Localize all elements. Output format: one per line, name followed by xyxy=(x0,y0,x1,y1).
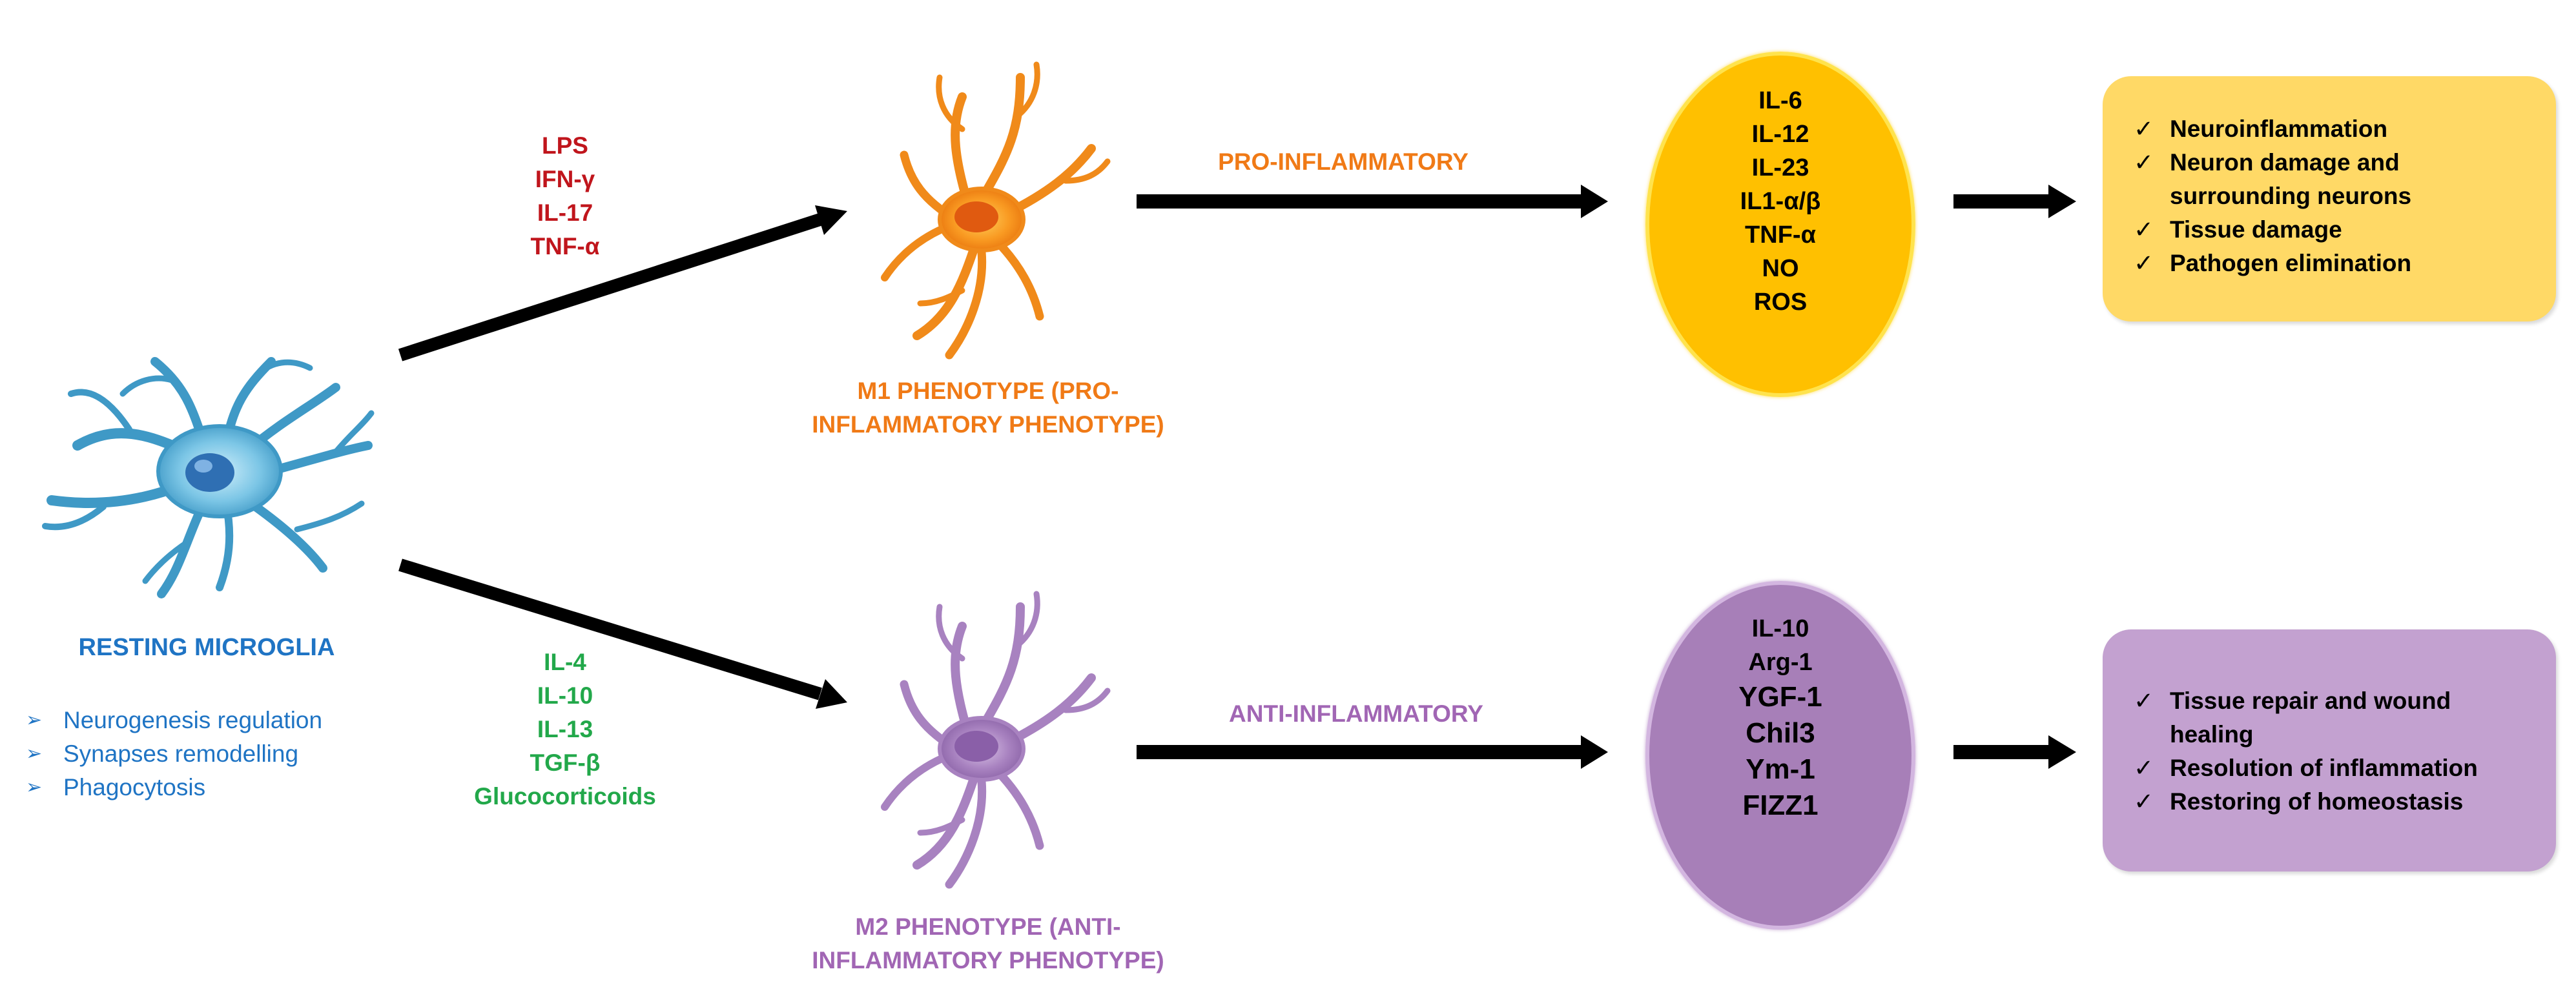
pro-inflammatory-label: PRO-INFLAMMATORY xyxy=(1218,148,1468,175)
m1-mediators-list: IL-6 IL-12 IL-23 IL1-α/β TNF-α NO ROS xyxy=(1740,87,1821,316)
resting-microglia-title: RESTING MICROGLIA xyxy=(78,634,335,661)
m1-outcomes-list: ✓Neuroinflammation ✓Neuron damage and su… xyxy=(2134,112,2411,280)
checkmark-icon: ✓ xyxy=(2134,688,2154,714)
m2-mediators-oval: IL-10 Arg-1 YGF-1 Chil3 Ym-1 FIZZ1 xyxy=(1645,581,1915,930)
arrow-resting-to-m2 xyxy=(398,558,847,709)
m2-outcomes-list: ✓Tissue repair and wound healing ✓Resolu… xyxy=(2134,684,2478,819)
arrow-m1-to-mediators xyxy=(1137,185,1608,218)
checkmark-icon: ✓ xyxy=(2134,149,2154,176)
resting-cell-nucleus xyxy=(185,453,234,492)
checkmark-icon: ✓ xyxy=(2134,788,2154,815)
arrow-resting-to-m1 xyxy=(398,205,847,362)
checkmark-icon: ✓ xyxy=(2134,755,2154,781)
list-item: ➢Phagocytosis xyxy=(26,771,322,804)
list-item: ✓Tissue repair and wound healing xyxy=(2134,684,2478,751)
list-item: ✓Pathogen elimination xyxy=(2134,247,2411,280)
checkmark-icon: ✓ xyxy=(2134,250,2154,276)
m1-mediators-oval: IL-6 IL-12 IL-23 IL1-α/β TNF-α NO ROS xyxy=(1645,52,1915,397)
list-item: ✓Restoring of homeostasis xyxy=(2134,785,2478,819)
arrow-bullet-icon: ➢ xyxy=(26,777,43,798)
anti-inflammatory-label: ANTI-INFLAMMATORY xyxy=(1229,700,1483,727)
arrow-m2-to-mediators xyxy=(1137,735,1608,769)
m1-stimuli-list: LPS IFN-γ IL-17 TNF-α xyxy=(530,132,600,260)
m2-phenotype-label: M2 PHENOTYPE (ANTI- INFLAMMATORY PHENOTY… xyxy=(812,913,1164,974)
m1-outcomes-box: ✓Neuroinflammation ✓Neuron damage and su… xyxy=(2103,76,2556,321)
list-item: ✓Resolution of inflammation xyxy=(2134,751,2478,785)
m2-mediators-list: IL-10 Arg-1 YGF-1 Chil3 Ym-1 FIZZ1 xyxy=(1738,615,1822,821)
checkmark-icon: ✓ xyxy=(2134,116,2154,142)
m1-cell-nucleus xyxy=(954,201,998,232)
list-item: ✓Tissue damage xyxy=(2134,213,2411,247)
arrow-bullet-icon: ➢ xyxy=(26,743,43,764)
m2-cell-nucleus xyxy=(954,731,998,762)
checkmark-icon: ✓ xyxy=(2134,216,2154,243)
arrow-m1-mediators-to-outcomes xyxy=(1953,185,2076,218)
list-item: ➢Neurogenesis regulation xyxy=(26,704,322,737)
list-item: ➢Synapses remodelling xyxy=(26,737,322,771)
resting-nucleus-highlight xyxy=(194,460,212,473)
arrow-m2-mediators-to-outcomes xyxy=(1953,735,2076,769)
list-item: ✓Neuron damage and surrounding neurons xyxy=(2134,146,2411,213)
m2-outcomes-box: ✓Tissue repair and wound healing ✓Resolu… xyxy=(2103,629,2556,872)
arrow-bullet-icon: ➢ xyxy=(26,709,43,731)
resting-functions-list: ➢Neurogenesis regulation ➢Synapses remod… xyxy=(26,704,322,804)
m2-stimuli-list: IL-4 IL-10 IL-13 TGF-β Glucocorticoids xyxy=(474,649,656,810)
list-item: ✓Neuroinflammation xyxy=(2134,112,2411,146)
m1-phenotype-label: M1 PHENOTYPE (PRO- INFLAMMATORY PHENOTYP… xyxy=(812,378,1164,438)
